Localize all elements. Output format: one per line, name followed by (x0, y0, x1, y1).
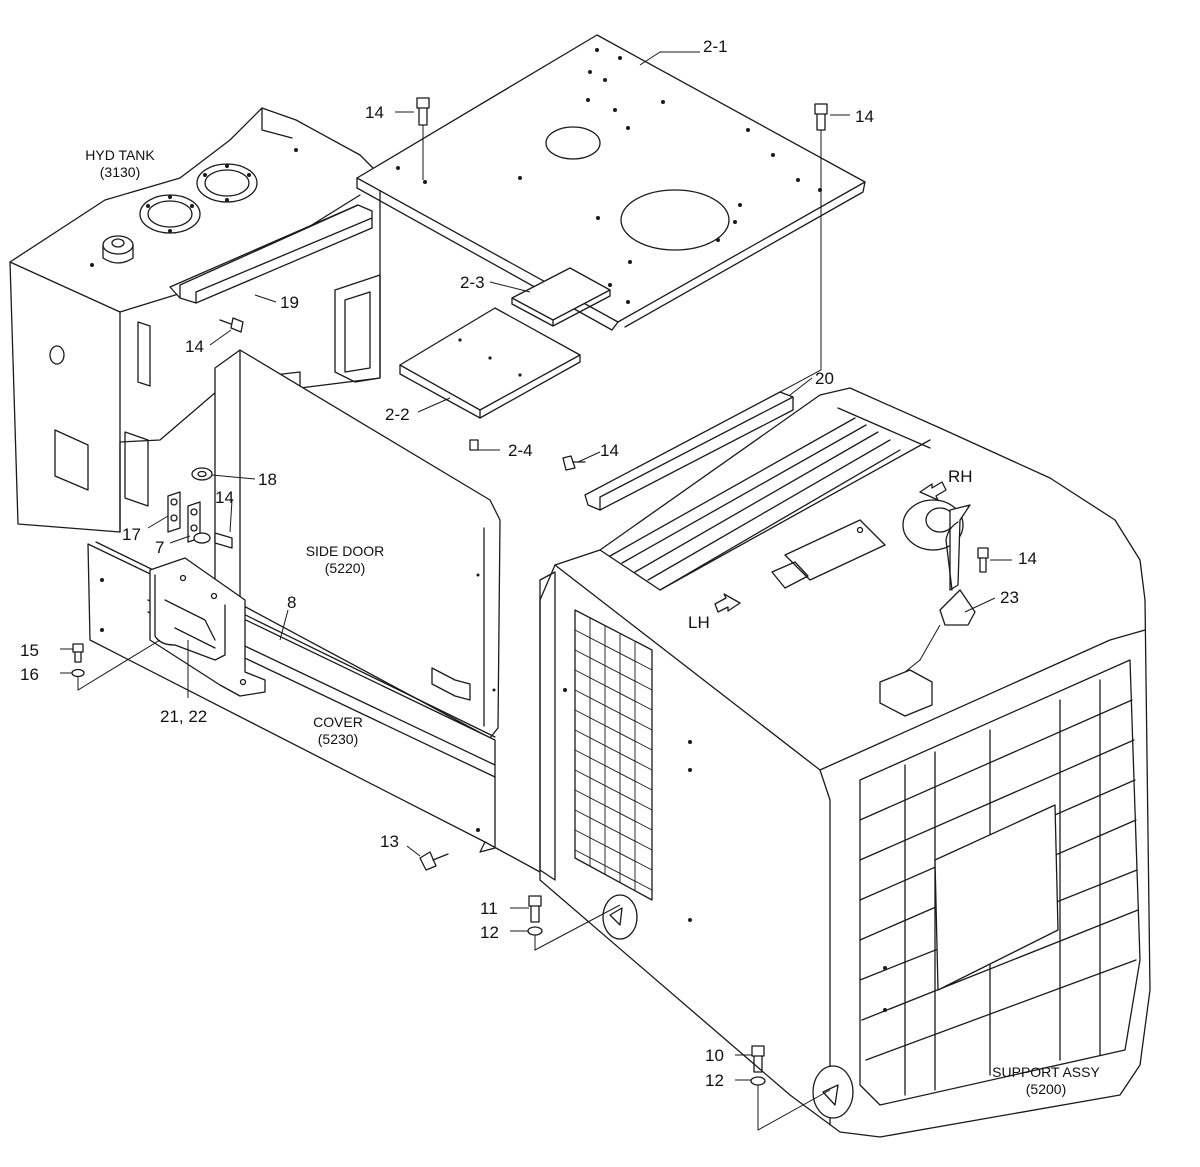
hyd-tank-code: (3130) (100, 164, 140, 180)
hyd-tank-body (9, 107, 381, 533)
callout-7: 7 (155, 538, 164, 557)
support-assy-code: (5200) (1026, 1081, 1066, 1097)
callout-17: 17 (122, 525, 141, 544)
callout-10: 10 (705, 1046, 724, 1065)
callout-12-lower: 12 (705, 1071, 724, 1090)
assembly-labels: HYD TANK (3130) SIDE DOOR (5220) COVER (… (85, 147, 1100, 1097)
callout-14-top-left: 14 (365, 103, 384, 122)
side-door-code: (5220) (325, 560, 365, 576)
leader-lines (60, 51, 1012, 1131)
lh-label: LH (688, 613, 710, 632)
callout-2-4: 2-4 (508, 441, 533, 460)
callout-14-bracket: 14 (185, 337, 204, 356)
top-plate-2-1 (356, 34, 866, 331)
callout-14-top-right: 14 (855, 107, 874, 126)
callout-14-rail: 14 (600, 441, 619, 460)
plate-2-3 (511, 267, 611, 327)
callout-21-22: 21, 22 (160, 707, 207, 726)
callout-2-3: 2-3 (460, 273, 485, 292)
callout-11: 11 (480, 899, 498, 918)
callout-numbers: 2-1 14 14 19 14 2-3 2-2 2-4 20 14 18 14 … (20, 37, 1037, 1090)
rh-arrow-icon (919, 481, 947, 501)
lh-arrow-icon (714, 593, 741, 613)
cover-label: COVER (313, 714, 363, 730)
callout-12-upper: 12 (480, 923, 499, 942)
callout-2-2: 2-2 (385, 405, 410, 424)
callout-8: 8 (287, 593, 296, 612)
callout-14-handle: 14 (1018, 549, 1037, 568)
hyd-tank-label: HYD TANK (85, 147, 155, 163)
direction-arrows (714, 481, 947, 613)
cover-code: (5230) (318, 731, 358, 747)
bracket-21-22 (149, 557, 266, 697)
bracket-19 (169, 204, 373, 304)
callout-2-1: 2-1 (703, 37, 728, 56)
callout-16: 16 (20, 665, 39, 684)
detail-marks (602, 894, 854, 1119)
plate-2-2 (399, 307, 581, 419)
callout-23: 23 (1000, 588, 1019, 607)
rh-label: RH (948, 467, 973, 486)
support-assy-body (539, 387, 1151, 1138)
callout-15: 15 (20, 641, 39, 660)
callout-18: 18 (258, 470, 277, 489)
callout-20: 20 (815, 369, 834, 388)
hinge-parts (167, 467, 233, 549)
side-door-label: SIDE DOOR (306, 543, 385, 559)
support-assy-label: SUPPORT ASSY (992, 1064, 1100, 1080)
callout-13: 13 (380, 832, 399, 851)
callout-19: 19 (280, 293, 299, 312)
callout-14-hinge: 14 (215, 488, 234, 507)
